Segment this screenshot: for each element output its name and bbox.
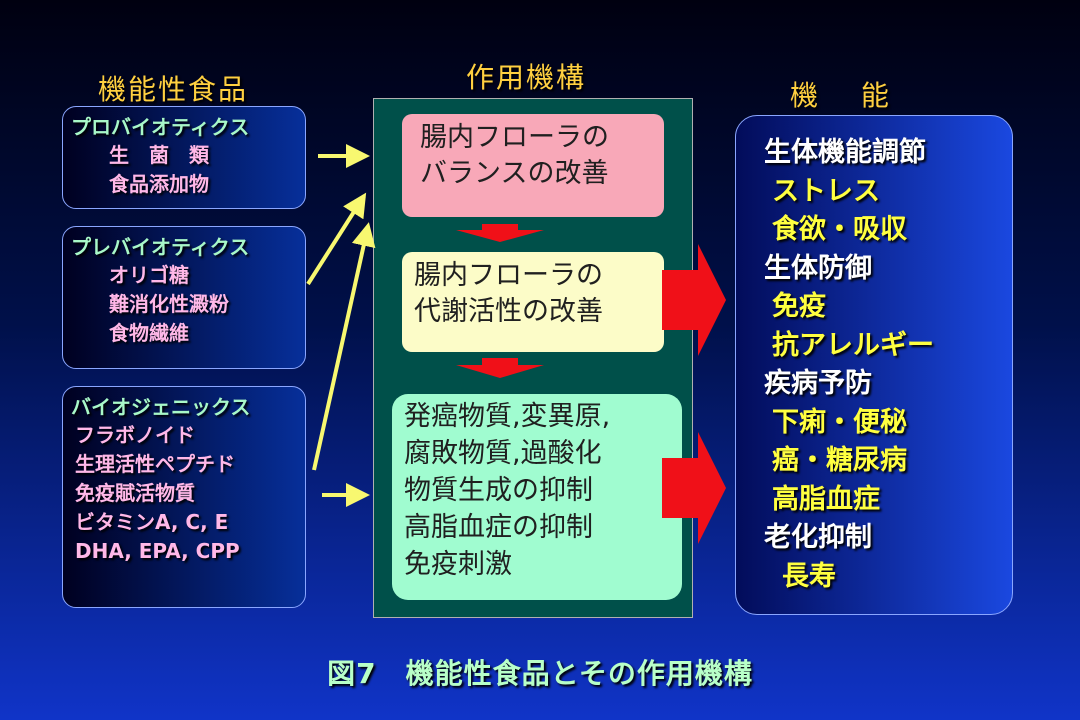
food-group-item: ビタミンA, C, E	[75, 510, 229, 534]
function-item: 免疫	[772, 291, 826, 322]
mechanism-line: 物質生成の抑制	[404, 475, 593, 506]
function-box: 生体機能調節 ストレス 食欲・吸収 生体防御 免疫 抗アレルギー 疾病予防 下痢…	[735, 115, 1013, 615]
mechanism-line: 代謝活性の改善	[414, 296, 603, 327]
heading-function: 機 能	[790, 79, 891, 112]
heading-mechanism: 作用機構	[466, 61, 587, 94]
mechanism-line: 免疫刺激	[404, 549, 512, 580]
function-category: 疾病予防	[764, 368, 872, 399]
mechanism-line: バランスの改善	[420, 158, 609, 189]
mechanism-box-flora-metabolism: 腸内フローラの 代謝活性の改善	[402, 252, 664, 352]
arrow-down-1	[456, 224, 544, 242]
mechanism-line: 腐敗物質,過酸化	[404, 438, 602, 469]
mechanism-line: 腸内フローラの	[420, 122, 609, 153]
function-item: 長寿	[782, 560, 836, 592]
mechanism-line: 高脂血症の抑制	[404, 512, 593, 543]
function-item: 下痢・便秘	[772, 406, 907, 438]
function-item: 食欲・吸収	[772, 214, 907, 245]
arrow-down-2	[456, 358, 544, 378]
function-category: 生体防御	[764, 252, 872, 284]
food-group-item: 食品添加物	[109, 172, 209, 196]
food-group-title: プレバイオティクス	[71, 235, 250, 259]
food-group-item: 食物繊維	[109, 321, 189, 345]
arrow-prebiotics-to-mechanism	[306, 192, 367, 286]
mechanism-line: 腸内フローラの	[414, 260, 603, 291]
food-group-item: オリゴ糖	[109, 263, 189, 287]
function-item: 高脂血症	[772, 483, 880, 515]
food-group-title: プロバイオティクス	[71, 115, 250, 139]
mechanism-line: 発癌物質,変異原,	[404, 401, 611, 432]
function-category: 老化抑制	[764, 522, 872, 553]
food-group-item: 生 菌 類	[109, 143, 209, 167]
function-category: 生体機能調節	[764, 137, 926, 168]
food-group-biogenics: バイオジェニックス フラボノイド 生理活性ペプチド 免疫賦活物質 ビタミンA, …	[62, 386, 306, 608]
food-group-title: バイオジェニックス	[71, 395, 251, 419]
food-group-item: フラボノイド	[75, 423, 195, 447]
arrow-right-to-function-2	[662, 432, 726, 544]
arrow-right-to-function-1	[662, 244, 726, 356]
food-group-prebiotics: プレバイオティクス オリゴ糖 難消化性澱粉 食物繊維	[62, 226, 306, 369]
mechanism-box-flora-balance: 腸内フローラの バランスの改善	[402, 114, 664, 217]
figure-caption: 図7 機能性食品とその作用機構	[327, 657, 753, 690]
food-group-item: DHA, EPA, CPP	[75, 539, 240, 563]
arrow-biogenics-to-mechanism	[312, 222, 376, 471]
mechanism-box-suppression: 発癌物質,変異原, 腐敗物質,過酸化 物質生成の抑制 高脂血症の抑制 免疫刺激	[392, 394, 682, 600]
function-item: 抗アレルギー	[772, 329, 934, 361]
food-group-item: 免疫賦活物質	[75, 481, 195, 505]
food-group-item: 難消化性澱粉	[109, 292, 229, 316]
food-group-probiotics: プロバイオティクス 生 菌 類 食品添加物	[62, 106, 306, 209]
food-group-item: 生理活性ペプチド	[75, 452, 235, 476]
heading-functional-food: 機能性食品	[98, 73, 249, 106]
function-item: ストレス	[772, 175, 880, 207]
function-item: 癌・糖尿病	[772, 445, 907, 476]
